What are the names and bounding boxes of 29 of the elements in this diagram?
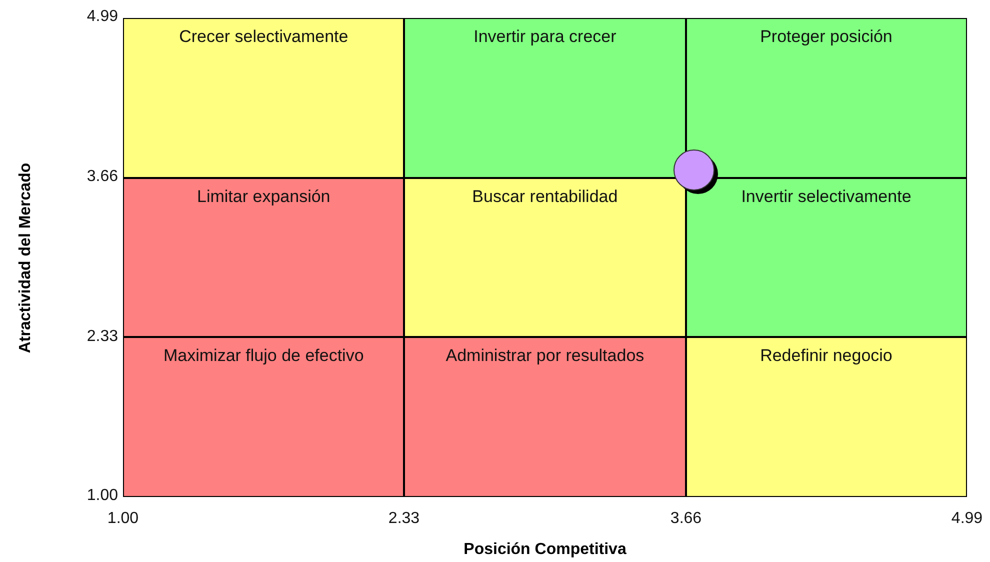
position-marker xyxy=(674,150,718,194)
axis-tick-label: 2.33 xyxy=(388,510,420,528)
axis-title: Posición Competitiva xyxy=(464,541,626,559)
axis-tick-label: 1.00 xyxy=(107,510,139,528)
axis-tick-label: 1.00 xyxy=(86,487,118,505)
axis-tick-label: 3.66 xyxy=(670,510,702,528)
matrix-cell xyxy=(686,18,967,178)
cell-label: Administrar por resultados xyxy=(446,346,644,366)
matrix-cell xyxy=(404,18,686,178)
cell-label: Invertir para crecer xyxy=(474,27,616,46)
axis-tick-label: 3.66 xyxy=(86,168,118,186)
cell-label: Proteger posición xyxy=(760,27,892,46)
matrix-cell xyxy=(123,337,404,498)
cell-label: Maximizar flujo de efectivo xyxy=(163,346,364,366)
cell-label: Limitar expansión xyxy=(197,186,330,206)
cell-label: Invertir selectivamente xyxy=(741,186,912,206)
axis-title: Atractividad del Mercado xyxy=(17,162,35,354)
cell-label: Crecer selectivamente xyxy=(179,27,348,46)
matrix-cell xyxy=(404,178,686,338)
matrix-cell xyxy=(123,18,404,178)
axis-tick-label: 4.99 xyxy=(951,510,983,528)
matrix-cell xyxy=(686,337,967,498)
cell-label: Redefinir negocio xyxy=(760,346,892,366)
matrix-cell xyxy=(404,337,686,498)
matrix-cell xyxy=(123,178,404,338)
axis-tick-label: 2.33 xyxy=(86,328,118,346)
axis-tick-label: 4.99 xyxy=(86,8,118,26)
cell-label: Buscar rentabilidad xyxy=(472,186,618,206)
matrix-cell xyxy=(686,178,967,338)
